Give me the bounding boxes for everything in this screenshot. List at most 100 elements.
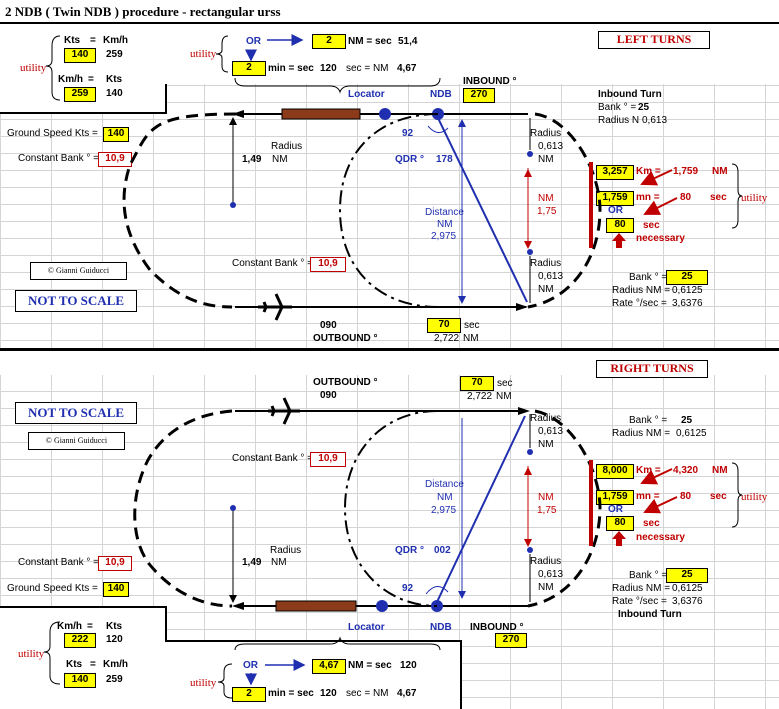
center-dot [230, 202, 236, 208]
distance-value: 2,975 [431, 505, 457, 516]
radius-top-label: Radius [530, 413, 562, 424]
inbound-value[interactable]: 270 [495, 633, 527, 648]
center-dot [230, 505, 236, 511]
mn-arrow [643, 197, 678, 215]
min-sec-label: min = sec [268, 688, 314, 699]
km-arrow [640, 169, 673, 186]
min-sec-label: min = sec [268, 63, 314, 74]
conv-input-2[interactable]: 259 [64, 87, 96, 102]
distance-label: Distance [425, 207, 464, 218]
ndb-label: NDB [430, 89, 452, 100]
turn-arc-right [527, 409, 602, 608]
locator-bar [281, 108, 361, 120]
right-turns-banner: RIGHT TURNS [596, 360, 708, 378]
angle-arc [427, 125, 449, 133]
rate-value: 3,6376 [672, 596, 703, 607]
locator-bar [275, 600, 357, 612]
radius2-value: 0,6125 [672, 285, 703, 296]
outbound-nm-value: 2,722 [434, 333, 460, 344]
sec-nm-label: sec = NM [346, 63, 389, 74]
distance-label: Distance [425, 479, 464, 490]
leg-nm-label: NM [538, 492, 554, 503]
radius-value: 1,49 [242, 557, 262, 568]
up-arrow-icon [612, 531, 626, 546]
utility-label: utility [741, 491, 768, 503]
rate-value: 3,6376 [672, 298, 703, 309]
conv-eq-a: = [87, 621, 93, 632]
min-sec-result: 120 [320, 688, 337, 699]
radius-bottom-unit: NM [538, 582, 554, 593]
nm-sec-result: 51,4 [398, 36, 418, 47]
constant-bank-value[interactable]: 10,9 [98, 556, 132, 571]
conv-label-c: Kts [66, 659, 83, 670]
time-brace [234, 77, 441, 94]
angle-arc [425, 586, 449, 595]
locator-beacon [379, 108, 391, 120]
ground-speed-value[interactable]: 140 [103, 582, 129, 597]
radius2-label: Radius NM = [612, 285, 671, 296]
conv-result-1: 120 [106, 634, 123, 645]
bank2-value[interactable]: 25 [666, 568, 708, 583]
radius2-value: 0,6125 [672, 583, 703, 594]
outbound-sec-value[interactable]: 70 [460, 376, 494, 391]
conv-eq-b: = [90, 659, 96, 670]
ground-speed-label: Ground Speed Kts = [7, 128, 98, 139]
km-input[interactable]: 8,000 [596, 464, 634, 479]
mn-input[interactable]: 1,759 [596, 490, 634, 505]
qdr-value: 178 [436, 154, 453, 165]
copyright-note: © Gianni Guiducci [30, 262, 127, 280]
outbound-heading: 090 [320, 390, 337, 401]
mn-label: mn = [636, 192, 660, 203]
sec-input[interactable]: 80 [606, 516, 634, 531]
sec-label: sec [643, 518, 660, 529]
outbound-nm-value: 2,722 [467, 391, 493, 402]
km-result: 4,320 [673, 465, 699, 476]
or-label: OR [243, 660, 258, 671]
utility-label: utility [20, 62, 47, 74]
nm-input[interactable]: 2 [312, 34, 346, 49]
qdr-label: QDR ° [395, 154, 424, 165]
outbound-arrowhead [518, 407, 530, 415]
outbound-sec-value[interactable]: 70 [427, 318, 461, 333]
ground-speed-value[interactable]: 140 [103, 127, 129, 142]
radius-top-dot [527, 151, 533, 157]
min-input[interactable]: 2 [232, 687, 266, 702]
km-unit: NM [712, 166, 728, 177]
qdr-line [436, 415, 526, 603]
km-arrow [640, 468, 673, 485]
conv-input-1[interactable]: 140 [64, 48, 96, 63]
sec-label: sec [643, 220, 660, 231]
bottom-timecalc-panel [165, 640, 462, 709]
mn-result: 80 [680, 192, 692, 203]
conv-input-1[interactable]: 222 [64, 633, 96, 648]
radius-unit: NM [271, 557, 287, 568]
km-unit: NM [712, 465, 728, 476]
min-input[interactable]: 2 [232, 61, 266, 76]
necessary-label: necessary [636, 233, 685, 244]
distance-unit: NM [437, 219, 453, 230]
inbound-value[interactable]: 270 [463, 88, 495, 103]
conv-input-2[interactable]: 140 [64, 673, 96, 688]
mn-label: mn = [636, 491, 660, 502]
leg-nm-label: NM [538, 193, 554, 204]
constant-bank2-value[interactable]: 10,9 [310, 452, 346, 467]
angle-label: 92 [402, 128, 414, 139]
sec-nm-result: 4,67 [397, 63, 417, 74]
conv-label-a: Kts [64, 35, 81, 46]
radius-nm-value: 0,613 [642, 115, 668, 126]
radius-bottom-label: Radius [530, 258, 562, 269]
radius-nm-value: 0,6125 [676, 428, 707, 439]
conv-label-a: Km/h [57, 621, 82, 632]
bank2-value[interactable]: 25 [666, 270, 708, 285]
utility-label: utility [190, 677, 217, 689]
mn-input[interactable]: 1,759 [596, 191, 634, 206]
constant-bank2-value[interactable]: 10,9 [310, 257, 346, 272]
nm-input[interactable]: 4,67 [312, 659, 346, 674]
qdr-line [437, 117, 528, 303]
mn-result: 80 [680, 491, 692, 502]
sec-input[interactable]: 80 [606, 218, 634, 233]
km-result: 1,759 [673, 166, 699, 177]
inbound-turn-label: Inbound Turn [598, 89, 662, 100]
outbound-arrowhead [516, 303, 528, 311]
km-input[interactable]: 3,257 [596, 165, 634, 180]
